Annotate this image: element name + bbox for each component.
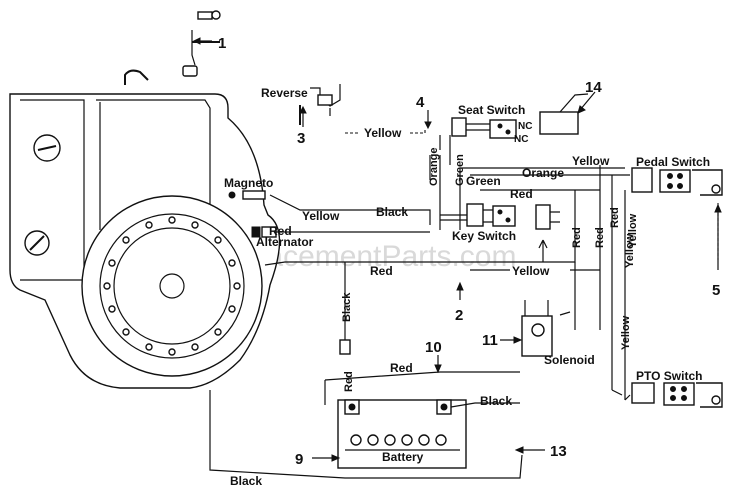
label-magneto: Magneto	[224, 176, 273, 190]
wire-red-vert-3: Red	[609, 207, 621, 228]
wire-yellow-vert-1: Yellow	[627, 213, 639, 248]
battery-cells	[350, 434, 447, 446]
label-nc-top: NC	[518, 121, 532, 132]
callout-5: 5	[712, 282, 720, 299]
callout-1: 1	[218, 35, 226, 52]
label-battery: Battery	[382, 450, 424, 464]
wire-orange-pedal: Orange	[522, 166, 564, 180]
wire-red-key: Red	[510, 187, 533, 201]
callout-3: 3	[297, 130, 305, 147]
wire-red-battery: Red	[390, 361, 413, 375]
wire-black-battery: Black	[480, 394, 512, 408]
wire-yellow-vert-2: Yellow	[624, 233, 636, 268]
label-key-switch: Key Switch	[452, 229, 516, 243]
wire-red-mid: Red	[370, 264, 393, 278]
wire-yellow-magneto: Yellow	[302, 209, 340, 223]
callout-numbers: 1 2 3 4 5 9 10 11 13 14	[218, 35, 720, 468]
wire-red-vert-1: Red	[571, 227, 583, 248]
callout-10: 10	[425, 339, 442, 356]
label-reverse: Reverse	[261, 86, 308, 100]
label-pto-switch: PTO Switch	[636, 369, 702, 383]
wire-labels: Yellow Orange Green Green Yellow Orange …	[230, 126, 639, 488]
ground-wire	[191, 10, 221, 66]
engine	[9, 65, 281, 389]
wire-red-vert-2: Red	[594, 227, 606, 248]
wire-yellow-vert-3: Yellow	[620, 315, 632, 350]
wire-orange-vertical: Orange	[428, 147, 440, 186]
callout-2: 2	[455, 307, 463, 324]
wire-black-magneto: Black	[376, 205, 408, 219]
wire-black-vertical: Black	[341, 292, 353, 322]
callout-13: 13	[550, 443, 567, 460]
wire-yellow-reverse: Yellow	[364, 126, 402, 140]
label-nc-bottom: NC	[514, 134, 528, 145]
callout-11: 11	[482, 332, 498, 349]
wire-red-battery-vert: Red	[343, 371, 355, 392]
wire-black-bottom: Black	[230, 474, 262, 488]
wire-yellow-bottom: Yellow	[512, 264, 550, 278]
callout-arrows	[192, 37, 722, 462]
label-pedal-switch: Pedal Switch	[636, 155, 710, 169]
wire-red-alternator: Red	[269, 224, 292, 238]
wiring	[209, 84, 723, 479]
callout-14: 14	[585, 79, 602, 96]
wire-green-vertical: Green	[454, 154, 466, 186]
callout-4: 4	[416, 94, 425, 111]
component-labels: Reverse Seat Switch NC NC Pedal Switch M…	[224, 86, 710, 464]
wire-green-horizontal: Green	[466, 174, 501, 188]
label-solenoid: Solenoid	[544, 353, 595, 367]
wire-yellow-pedal: Yellow	[572, 154, 610, 168]
label-seat-switch: Seat Switch	[458, 103, 525, 117]
flywheel-bolts	[103, 216, 241, 356]
callout-9: 9	[295, 451, 303, 468]
label-alternator: Alternator	[256, 235, 314, 249]
